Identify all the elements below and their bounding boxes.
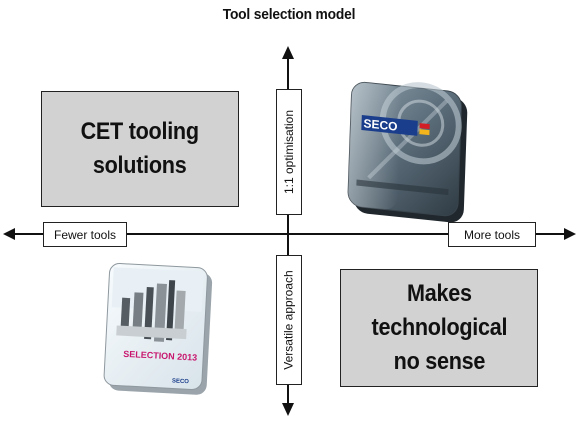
more-tools-label: More tools bbox=[448, 222, 536, 247]
optimisation-label-text: 1:1 optimisation bbox=[282, 109, 297, 195]
diagram-title: Tool selection model bbox=[222, 6, 356, 23]
cet-tooling-solutions-box: CET tooling solutions bbox=[41, 91, 239, 207]
optimisation-label: 1:1 optimisation bbox=[276, 89, 302, 215]
right-arrowhead bbox=[564, 228, 576, 240]
fewer-tools-label: Fewer tools bbox=[43, 222, 127, 247]
cet-tooling-solutions-text: CET tooling solutions bbox=[80, 118, 200, 179]
no-sense-box: Makes technological no sense bbox=[340, 269, 538, 387]
versatile-approach-label: Versatile approach bbox=[276, 255, 302, 385]
no-sense-text: Makes technological no sense bbox=[371, 280, 507, 375]
top-arrowhead bbox=[282, 46, 294, 59]
versatile-approach-label-text: Versatile approach bbox=[282, 270, 296, 370]
bottom-arrowhead bbox=[282, 403, 294, 416]
left-arrowhead bbox=[3, 228, 15, 240]
